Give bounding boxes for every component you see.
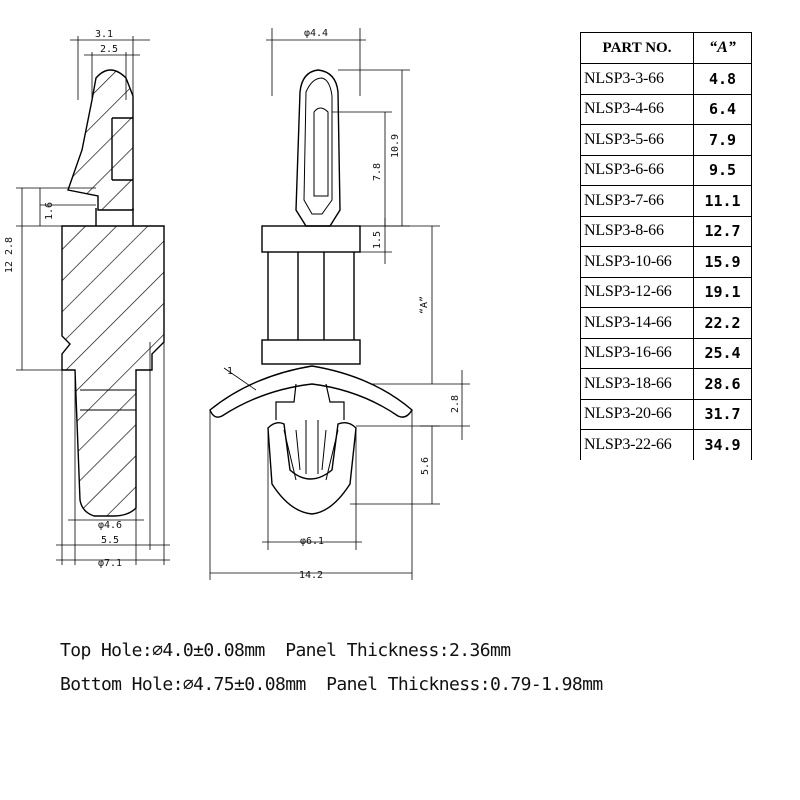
a-value-cell: 34.9	[693, 429, 752, 460]
a-value-cell: 7.9	[693, 124, 752, 156]
front-dim-collar: 1.5	[372, 231, 383, 249]
a-value-cell: 28.6	[693, 368, 752, 400]
front-dim-flange-thk: 1	[227, 366, 233, 377]
a-value-cell: 22.2	[693, 307, 752, 339]
note-bottom-hole: Bottom Hole:⌀4.75±0.08mm Panel Thickness…	[60, 674, 603, 695]
part-number-cell: NLSP3-10-66	[580, 246, 694, 278]
front-flange	[209, 365, 413, 418]
part-number-cell: NLSP3-5-66	[580, 124, 694, 156]
part-number-cell: NLSP3-20-66	[580, 398, 694, 430]
a-value-cell: 31.7	[693, 398, 752, 430]
front-dim-bottom-dia: φ6.1	[300, 536, 324, 547]
side-dim-top-outer: 3.1	[95, 29, 113, 40]
side-dimension-lines	[16, 36, 170, 565]
part-number-cell: NLSP3-14-66	[580, 307, 694, 339]
front-dim-a: “A”	[419, 296, 430, 314]
side-dim-step: 1.6	[44, 202, 55, 220]
front-view	[209, 69, 413, 515]
a-value-cell: 11.1	[693, 185, 752, 217]
a-value-cell: 12.7	[693, 215, 752, 247]
part-number-cell: NLSP3-3-66	[580, 63, 694, 95]
part-number-cell: NLSP3-12-66	[580, 276, 694, 308]
a-value-cell: 25.4	[693, 337, 752, 369]
a-value-cell: 4.8	[693, 63, 752, 95]
front-dim-top-dia: φ4.4	[304, 28, 328, 39]
note-top-hole: Top Hole:⌀4.0±0.08mm Panel Thickness:2.3…	[60, 640, 511, 661]
front-bottom-clip	[267, 421, 357, 515]
side-dim-bottom-outer: φ7.1	[98, 558, 122, 569]
side-main-body	[61, 225, 165, 517]
side-dim-left-total: 12 2.8	[4, 237, 15, 273]
a-value-cell: 15.9	[693, 246, 752, 278]
part-number-cell: NLSP3-6-66	[580, 154, 694, 186]
part-number-cell: NLSP3-7-66	[580, 185, 694, 217]
front-dimension-lines	[209, 28, 470, 580]
header-a: “A”	[693, 32, 752, 64]
notes-block: Top Hole:⌀4.0±0.08mm Panel Thickness:2.3…	[60, 634, 603, 702]
side-dim-bottom-mid: 5.5	[101, 535, 119, 546]
a-value-cell: 9.5	[693, 154, 752, 186]
side-dim-bottom-inner: φ4.6	[98, 520, 122, 531]
front-lower-collar	[261, 339, 361, 365]
front-dim-height-inner: 7.8	[372, 163, 383, 181]
front-arrow-head	[295, 69, 341, 227]
part-number-cell: NLSP3-16-66	[580, 337, 694, 369]
front-dim-height-outer: 10.9	[390, 134, 401, 158]
part-number-cell: NLSP3-22-66	[580, 429, 694, 460]
front-body	[267, 252, 355, 340]
front-dim-gap: 2.8	[450, 395, 461, 413]
front-collar	[261, 225, 361, 253]
part-number-cell: NLSP3-18-66	[580, 368, 694, 400]
table-header-row: PART NO. “A”	[580, 32, 752, 64]
part-number-cell: NLSP3-8-66	[580, 215, 694, 247]
header-part-no: PART NO.	[580, 32, 694, 64]
part-number-cell: NLSP3-4-66	[580, 93, 694, 125]
side-dim-top-inner: 2.5	[100, 44, 118, 55]
a-value-cell: 6.4	[693, 93, 752, 125]
front-dim-bottom-len: 5.6	[420, 457, 431, 475]
side-section-view	[61, 69, 165, 517]
front-dim-width: 14.2	[299, 570, 323, 581]
a-value-cell: 19.1	[693, 276, 752, 308]
